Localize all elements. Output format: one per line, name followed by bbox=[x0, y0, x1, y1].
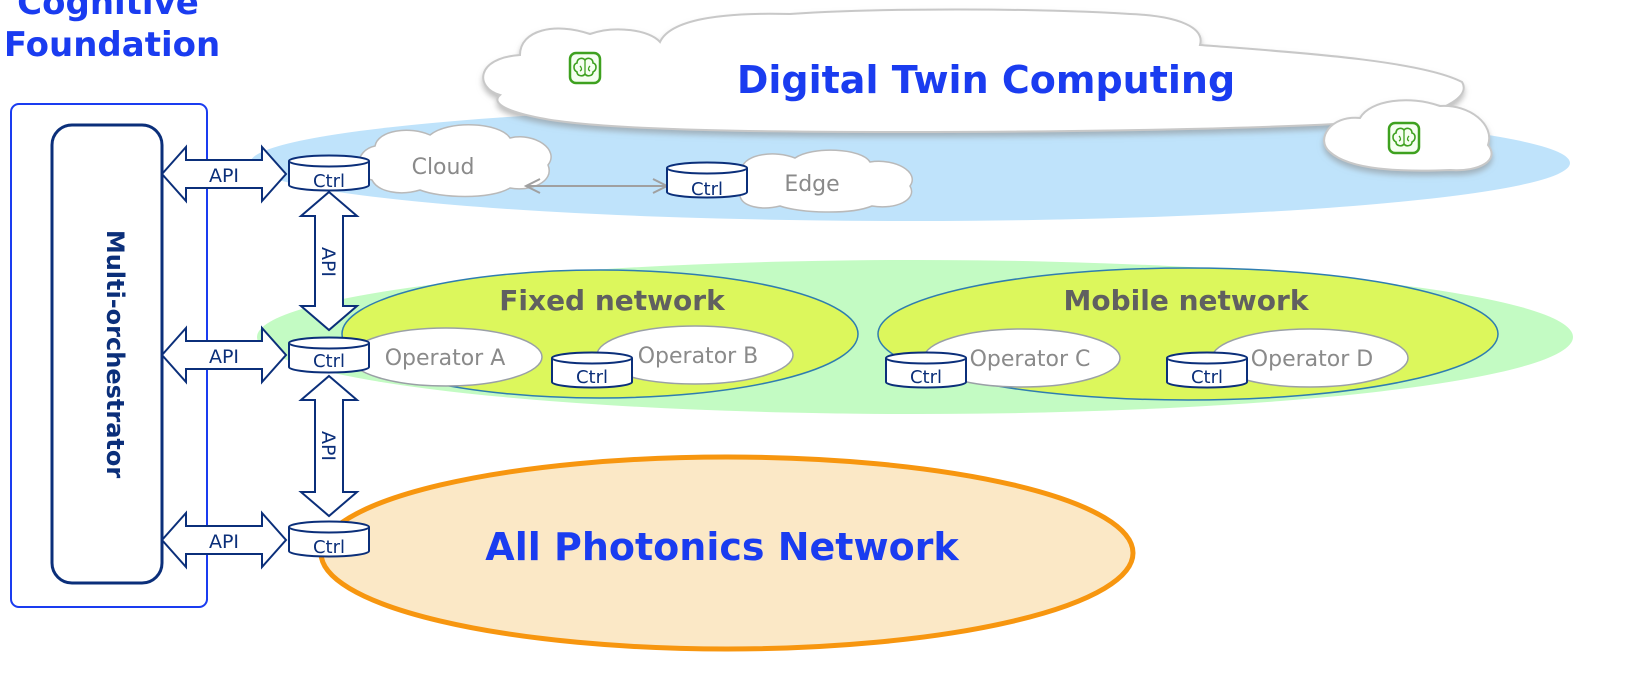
edge-node bbox=[727, 149, 913, 213]
ctrl-label-operator-c: Ctrl bbox=[910, 367, 942, 388]
brain-icon-right bbox=[1387, 121, 1421, 155]
api-arrow-middle bbox=[160, 325, 288, 385]
fixed-network-title: Fixed network bbox=[499, 284, 726, 317]
operator-b-label: Operator B bbox=[638, 344, 759, 369]
api-arrow-bottom bbox=[160, 510, 288, 570]
page-title-line2: Foundation bbox=[4, 25, 220, 65]
digital-twin-cloud bbox=[482, 8, 1465, 134]
api-label-bottom: API bbox=[209, 531, 239, 553]
ctrl-label-edge: Ctrl bbox=[691, 179, 723, 200]
cloud-layer-band bbox=[250, 105, 1570, 221]
api-label-vertical-lower: API bbox=[317, 431, 339, 461]
ctrl-label-operator-d: Ctrl bbox=[1191, 367, 1223, 388]
brain-icon bbox=[568, 51, 602, 85]
mobile-network-title: Mobile network bbox=[1064, 284, 1310, 317]
operator-a-label: Operator A bbox=[385, 346, 506, 371]
cloud-node bbox=[357, 124, 552, 198]
ctrl-label-cloud: Ctrl bbox=[313, 171, 345, 192]
multi-orchestrator-label: Multi-orchestrator bbox=[101, 230, 129, 479]
api-label-top: API bbox=[209, 165, 239, 187]
api-arrow-vertical-upper bbox=[298, 190, 360, 332]
cloud-label: Cloud bbox=[412, 155, 475, 180]
api-arrow-vertical-lower bbox=[298, 374, 360, 518]
operator-d-label: Operator D bbox=[1251, 347, 1373, 372]
digital-twin-title: Digital Twin Computing bbox=[737, 58, 1235, 102]
api-arrow-top bbox=[160, 144, 288, 204]
api-label-middle: API bbox=[209, 346, 239, 368]
ctrl-label-operator-b: Ctrl bbox=[576, 367, 608, 388]
page-title-line1: Cognitive bbox=[17, 0, 199, 23]
ctrl-label-apn: Ctrl bbox=[313, 537, 345, 558]
apn-title: All Photonics Network bbox=[485, 525, 959, 569]
ctrl-label-network: Ctrl bbox=[313, 351, 345, 372]
operator-c-label: Operator C bbox=[970, 347, 1091, 372]
edge-label: Edge bbox=[784, 172, 839, 197]
api-label-vertical-upper: API bbox=[317, 247, 339, 277]
